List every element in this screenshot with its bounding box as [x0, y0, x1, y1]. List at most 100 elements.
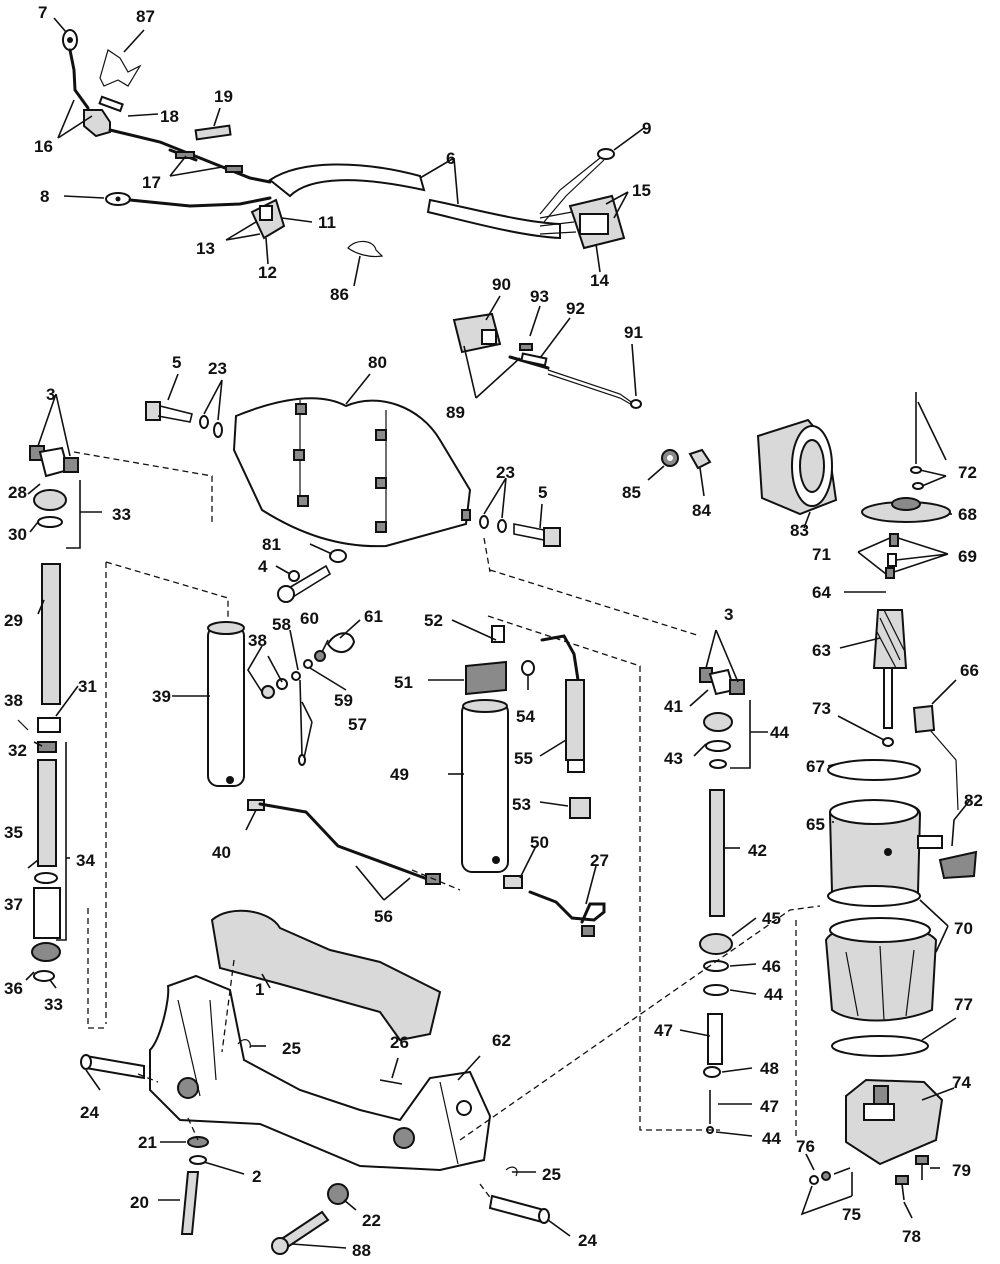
callout-70: 70: [954, 919, 973, 938]
callout-73: 73: [812, 699, 831, 718]
callout-5-1: 5: [172, 353, 181, 372]
callout-29: 29: [4, 611, 23, 630]
callout-43: 43: [664, 749, 683, 768]
callout-93: 93: [530, 287, 549, 306]
callout-76: 76: [796, 1137, 815, 1156]
trim-cylinder-39: [207, 621, 356, 787]
callout-83: 83: [790, 521, 809, 540]
trim-sender-assembly: [452, 312, 642, 409]
callout-59: 59: [334, 691, 353, 710]
callout-62: 62: [492, 1031, 511, 1050]
callout-44-3: 44: [762, 1129, 781, 1148]
callout-18: 18: [160, 107, 179, 126]
callout-40: 40: [212, 843, 231, 862]
callout-66: 66: [960, 661, 979, 680]
callout-2: 2: [252, 1167, 261, 1186]
callout-7: 7: [38, 3, 47, 22]
right-cylinder-stack: [699, 667, 745, 1134]
callout-69: 69: [958, 547, 977, 566]
callout-23-1: 23: [208, 359, 227, 378]
callout-92: 92: [566, 299, 585, 318]
callout-39: 39: [152, 687, 171, 706]
callout-38-1: 38: [248, 631, 267, 650]
callout-71: 71: [812, 545, 831, 564]
callout-34: 34: [76, 851, 95, 870]
callout-6: 6: [446, 149, 455, 168]
callout-65: 65: [806, 815, 825, 834]
callout-15: 15: [632, 181, 651, 200]
callout-24-1: 24: [80, 1103, 99, 1122]
callout-53: 53: [512, 795, 531, 814]
trim-cylinder-bracket: [232, 397, 472, 548]
callout-67: 67: [806, 757, 825, 776]
callout-80: 80: [368, 353, 387, 372]
callout-33-2: 33: [44, 995, 63, 1014]
callout-61: 61: [364, 607, 383, 626]
callout-11: 11: [318, 213, 336, 232]
bolt-right: [479, 515, 561, 547]
callout-3-2: 3: [724, 605, 733, 624]
callout-27: 27: [590, 851, 609, 870]
stern-bracket-assembly: [80, 909, 550, 1255]
callout-90: 90: [492, 275, 511, 294]
callout-44-1: 44: [770, 723, 789, 742]
callout-51: 51: [394, 673, 413, 692]
callout-32: 32: [8, 741, 27, 760]
callout-74: 74: [952, 1073, 971, 1092]
callout-19: 19: [214, 87, 233, 106]
assembly-guides: [73, 451, 821, 1201]
callout-85: 85: [622, 483, 641, 502]
callout-88: 88: [352, 1241, 371, 1259]
callout-25-1: 25: [282, 1039, 301, 1058]
callout-78: 78: [902, 1227, 921, 1246]
left-cylinder-stack: [17, 445, 79, 982]
callout-86: 86: [330, 285, 349, 304]
callout-16: 16: [34, 137, 53, 156]
callout-44-2: 44: [764, 985, 783, 1004]
callout-87: 87: [136, 7, 155, 26]
callout-30: 30: [8, 525, 27, 544]
callout-60: 60: [300, 609, 319, 628]
callout-42: 42: [748, 841, 767, 860]
callout-24-2: 24: [578, 1231, 597, 1250]
callout-68: 68: [958, 505, 977, 524]
callout-91: 91: [624, 323, 643, 342]
callout-57: 57: [348, 715, 367, 734]
callout-47-2: 47: [760, 1097, 779, 1116]
callout-21: 21: [138, 1133, 157, 1152]
callout-47-1: 47: [654, 1021, 673, 1040]
trim-motor-pump: [661, 392, 978, 1201]
callout-75: 75: [842, 1205, 861, 1224]
callout-4: 4: [258, 557, 268, 576]
callout-79: 79: [952, 1161, 971, 1180]
callout-55: 55: [514, 749, 533, 768]
callout-50: 50: [530, 833, 549, 852]
leader-lines: [25, 17, 971, 1249]
callout-41: 41: [664, 697, 683, 716]
callout-77: 77: [954, 995, 973, 1014]
callout-20: 20: [130, 1193, 149, 1212]
hydraulic-line-56: [247, 799, 441, 885]
screw-4-81: [277, 549, 347, 603]
callout-54: 54: [516, 707, 535, 726]
callout-64: 64: [812, 583, 831, 602]
callout-49: 49: [390, 765, 409, 784]
callout-17: 17: [142, 173, 161, 192]
wiring-harness: [62, 29, 626, 258]
trim-cylinder-49: [461, 625, 591, 873]
callout-28: 28: [8, 483, 27, 502]
callout-45: 45: [762, 909, 781, 928]
callout-22: 22: [362, 1211, 381, 1230]
callout-89: 89: [446, 403, 465, 422]
callout-56: 56: [374, 907, 393, 926]
callout-14: 14: [590, 271, 609, 290]
callout-38-2: 38: [4, 691, 23, 710]
callout-35: 35: [4, 823, 23, 842]
callout-8: 8: [40, 187, 49, 206]
bolt-left: [145, 401, 223, 438]
callout-26: 26: [390, 1033, 409, 1052]
hydraulic-line-27: [503, 875, 606, 937]
callout-84: 84: [692, 501, 711, 520]
callout-58: 58: [272, 615, 291, 634]
